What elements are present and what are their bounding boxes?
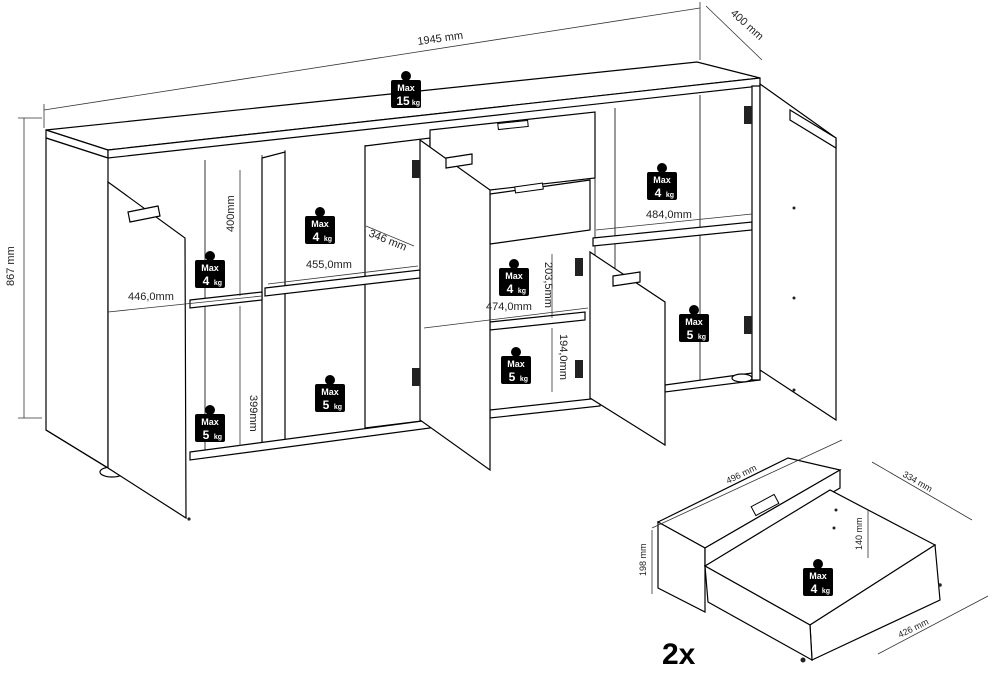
svg-text:Max: Max [685,317,703,327]
svg-text:kg: kg [214,434,222,441]
svg-text:Max: Max [321,387,339,397]
mid-shelf-width-label: 455,0mm [306,259,352,271]
drawer-height-label: 198 mm [638,543,648,576]
svg-text:kg: kg [520,376,528,383]
partition-left [261,151,286,447]
center-width-label: 474,0mm [486,301,532,313]
width-label: 1945 mm [417,30,464,48]
drawer-detail: 496 mm 334 mm 198 mm 140 mm 426 mm Max 4… [638,439,989,671]
svg-text:Max: Max [505,271,523,281]
svg-text:4: 4 [203,274,210,288]
left-shelf-top-label: 400mm [225,195,237,232]
shelf-center [489,311,586,331]
weight-badge-mid-lower: Max 5 kg [315,375,345,412]
weight-badge-center-lower: Max 5 kg [501,347,531,384]
svg-text:Max: Max [809,571,827,581]
right-shelf-width-label: 484,0mm [646,209,692,221]
weight-badge-right-upper: Max 4 kg [647,163,677,200]
weight-badge-drawer: Max 4 kg [803,559,833,596]
svg-text:Max: Max [397,83,415,93]
weight-badge-left-lower: Max 5 kg [195,405,225,442]
svg-text:4: 4 [655,186,662,200]
drawer-lower-handle [514,182,544,194]
svg-text:kg: kg [822,588,830,595]
cabinet-right-side [751,85,761,381]
cabinet-body [45,61,761,478]
svg-text:4: 4 [313,230,320,244]
svg-text:kg: kg [412,100,420,107]
svg-text:kg: kg [666,192,674,199]
svg-text:kg: kg [518,288,526,295]
door-left-handle [127,205,161,223]
door-right[interactable] [759,82,837,422]
drawer-inner-height-label: 140 mm [854,517,864,550]
svg-text:Max: Max [653,175,671,185]
svg-text:5: 5 [203,428,210,442]
svg-text:15: 15 [396,94,410,108]
hinge-icon [412,368,420,386]
hinge-icon [575,360,583,378]
svg-text:Max: Max [311,219,329,229]
drawer-width-label: 426 mm [896,617,930,640]
svg-text:Max: Max [507,359,525,369]
svg-text:4: 4 [811,582,818,596]
height-label: 867 mm [5,246,17,286]
svg-text:Max: Max [201,417,219,427]
depth-label: 400 mm [728,7,766,43]
door-mid[interactable] [419,138,491,472]
svg-text:kg: kg [214,280,222,287]
door-mid-handle [445,153,473,169]
hinge-icon [744,316,752,334]
svg-text:kg: kg [334,404,342,411]
weight-badge-mid-upper: Max 4 kg [305,207,335,244]
cabinet-left-side [45,137,109,470]
drawer-quantity: 2x [662,638,696,671]
left-shelf-bottom-label: 399mm [247,395,259,432]
left-inner-width-label: 446,0mm [128,291,174,303]
svg-text:kg: kg [324,236,332,243]
drawer-upper-handle [497,119,529,131]
door-center-right[interactable] [589,250,666,447]
door-center-right-handle [612,271,641,287]
center-drawers [429,111,596,245]
hinge-icon [412,160,420,178]
center-lower-height-label: 194,0mm [557,334,569,380]
foot-right [731,373,753,383]
svg-text:4: 4 [507,282,514,296]
hinge-icon [744,106,752,124]
door-left[interactable] [107,180,187,520]
shelf-right [592,221,753,247]
center-drawer-height-label: 203,5mm [542,262,554,308]
weight-badge-right-lower: Max 5 kg [679,305,709,342]
svg-text:kg: kg [698,334,706,341]
svg-text:5: 5 [509,370,516,384]
drawer-detail-handle [750,493,780,517]
doors [107,82,837,521]
svg-text:5: 5 [687,328,694,342]
svg-text:Max: Max [201,263,219,273]
weight-badge-left-upper: Max 4 kg [195,251,225,288]
weight-badge-center-upper: Max 4 kg [499,259,529,296]
hinge-icon [575,258,583,276]
svg-text:5: 5 [323,398,330,412]
weight-badge-top: Max 15 kg [391,71,421,108]
